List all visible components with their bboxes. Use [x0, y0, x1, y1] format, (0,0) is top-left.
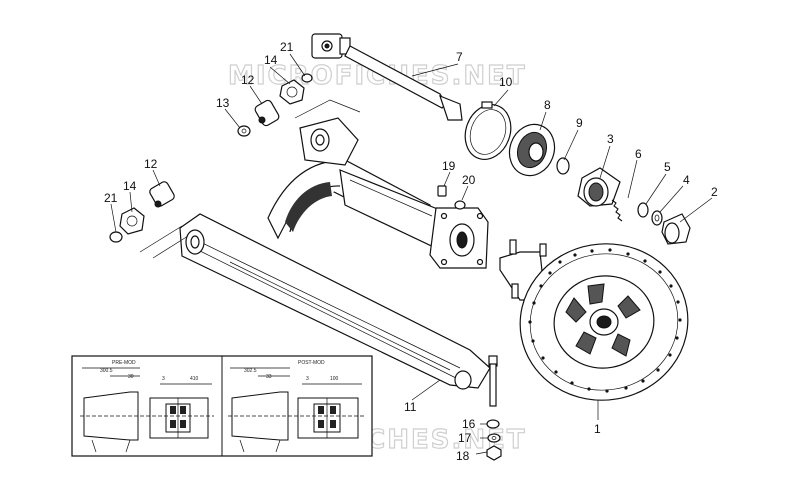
- bearing-sleeve: [577, 167, 621, 207]
- clamp-ring: [464, 101, 512, 160]
- washer-20: [454, 200, 466, 210]
- rubber-boot: [508, 123, 556, 177]
- screw-19: [437, 185, 447, 197]
- inset-left-dim-4: 3: [162, 376, 165, 382]
- nut-14-lower: [119, 207, 145, 235]
- swing-arm: [179, 117, 491, 390]
- washer-13: [237, 125, 251, 137]
- cap-21-lower: [109, 231, 123, 243]
- label-17: 17: [458, 431, 472, 445]
- inset-left-dim-1: 300.5: [100, 368, 113, 374]
- inset-left-caption: PRE-MOD: [112, 360, 136, 366]
- inset-right-dim-4: 3: [306, 376, 309, 382]
- leader-lines: [110, 53, 713, 455]
- label-4: 4: [683, 173, 690, 187]
- nut-14-upper: [279, 79, 305, 105]
- label-14-lower: 14: [123, 179, 137, 193]
- inset-left-dim-3: 410: [190, 376, 199, 382]
- label-7: 7: [456, 50, 463, 64]
- label-21-upper: 21: [280, 40, 294, 54]
- brake-disc-hub: [499, 239, 689, 401]
- label-13: 13: [216, 96, 230, 110]
- label-21-lower: 21: [104, 191, 118, 205]
- label-2: 2: [711, 185, 718, 199]
- inset-right-dim-3: 100: [330, 376, 339, 382]
- label-8: 8: [544, 98, 551, 112]
- label-20: 20: [462, 173, 476, 187]
- label-18: 18: [456, 449, 470, 463]
- inset-right-dim-2: 33: [266, 374, 272, 380]
- label-5: 5: [664, 160, 671, 174]
- label-12-upper: 12: [241, 73, 255, 87]
- cap-21-upper: [301, 73, 313, 83]
- label-6: 6: [635, 147, 642, 161]
- pivot-pin-upper: [254, 99, 280, 127]
- label-11: 11: [404, 400, 417, 414]
- washer-5: [637, 202, 649, 218]
- label-12-lower: 12: [144, 157, 158, 171]
- pinion-gear: [661, 213, 691, 245]
- label-9: 9: [576, 116, 583, 130]
- drive-shaft: [311, 33, 463, 121]
- label-19: 19: [442, 159, 456, 173]
- washer-4: [651, 210, 663, 226]
- inset-right-caption: POST-MOD: [298, 360, 325, 366]
- small-ring: [556, 157, 570, 175]
- inset-right-dim-1: 302.5: [244, 368, 257, 374]
- label-1: 1: [594, 422, 601, 436]
- inset-left-dim-2: 30: [128, 374, 134, 380]
- label-14-upper: 14: [264, 53, 278, 67]
- spring: [611, 199, 623, 222]
- inset-detail-box: PRE-MOD 300.5 30 410 3 POST-MOD 302.5 33…: [71, 355, 373, 457]
- label-10: 10: [499, 75, 513, 89]
- pivot-pin-lower: [149, 181, 175, 208]
- label-16: 16: [462, 417, 476, 431]
- bolt-assembly: [486, 355, 502, 461]
- label-3: 3: [607, 132, 614, 146]
